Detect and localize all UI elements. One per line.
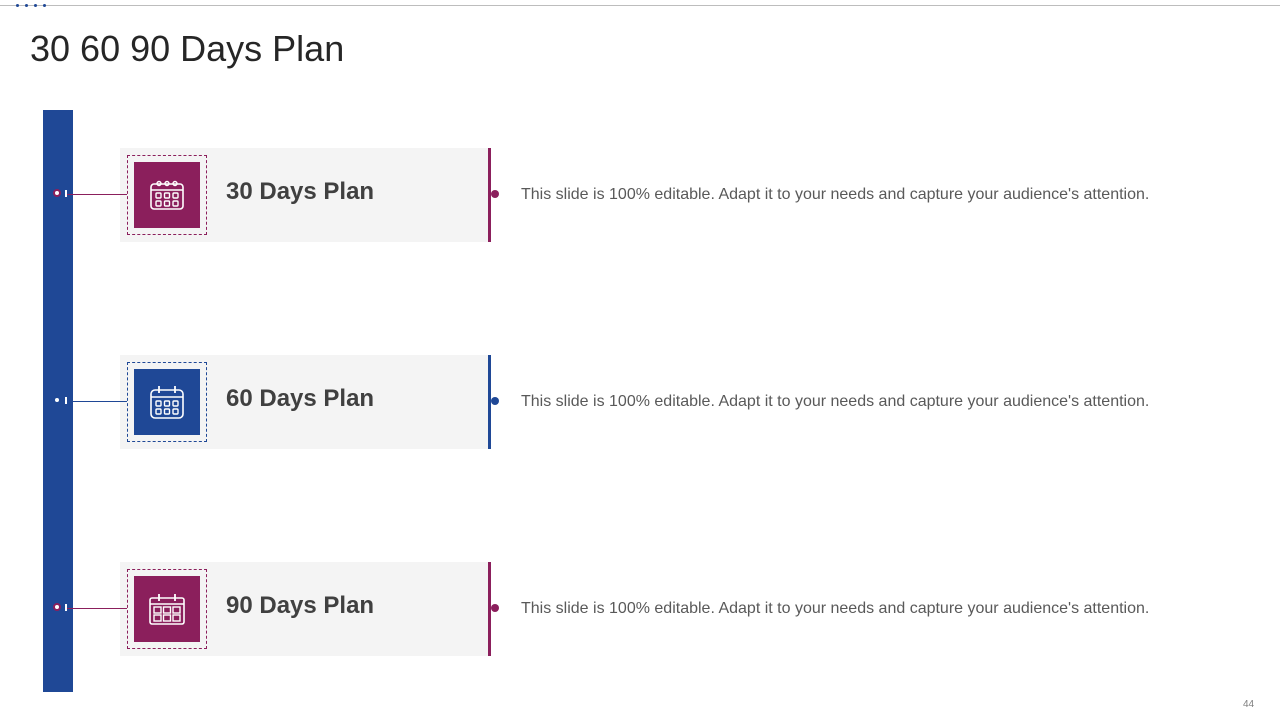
slide-title: 30 60 90 Days Plan: [30, 28, 345, 69]
bullet-dot: [491, 397, 499, 405]
calendar-icon: [134, 162, 200, 228]
icon-frame: [127, 155, 207, 235]
plan-row-90: 90 Days Plan This slide is 100% editable…: [0, 562, 1280, 656]
plan-description: This slide is 100% editable. Adapt it to…: [521, 186, 1150, 203]
timeline-node-tick: [65, 397, 67, 404]
bullet-dot: [491, 190, 499, 198]
icon-frame: [127, 569, 207, 649]
timeline-node: [53, 603, 61, 611]
timeline-connector: [67, 608, 127, 609]
card-edge: [488, 148, 491, 242]
timeline-node: [53, 396, 61, 404]
timeline-node: [53, 189, 61, 197]
bullet-dot: [491, 604, 499, 612]
top-dots-decoration: [16, 4, 46, 7]
plan-label: 60 Days Plan: [226, 385, 375, 412]
calendar-icon: [134, 576, 200, 642]
card-edge: [488, 562, 491, 656]
plan-description: This slide is 100% editable. Adapt it to…: [521, 600, 1150, 617]
top-divider: [0, 5, 1280, 6]
page-number: 44: [1243, 699, 1255, 710]
plan-label: 30 Days Plan: [226, 178, 375, 205]
timeline-node-tick: [65, 604, 67, 611]
timeline-node-tick: [65, 190, 67, 197]
plan-row-30: 30 Days Plan This slide is 100% editable…: [0, 148, 1280, 242]
calendar-icon: [134, 369, 200, 435]
icon-frame: [127, 362, 207, 442]
plan-description: This slide is 100% editable. Adapt it to…: [521, 393, 1150, 410]
timeline-connector: [67, 401, 127, 402]
plan-label: 90 Days Plan: [226, 592, 375, 619]
timeline-connector: [67, 194, 127, 195]
card-edge: [488, 355, 491, 449]
plan-row-60: 60 Days Plan This slide is 100% editable…: [0, 355, 1280, 449]
